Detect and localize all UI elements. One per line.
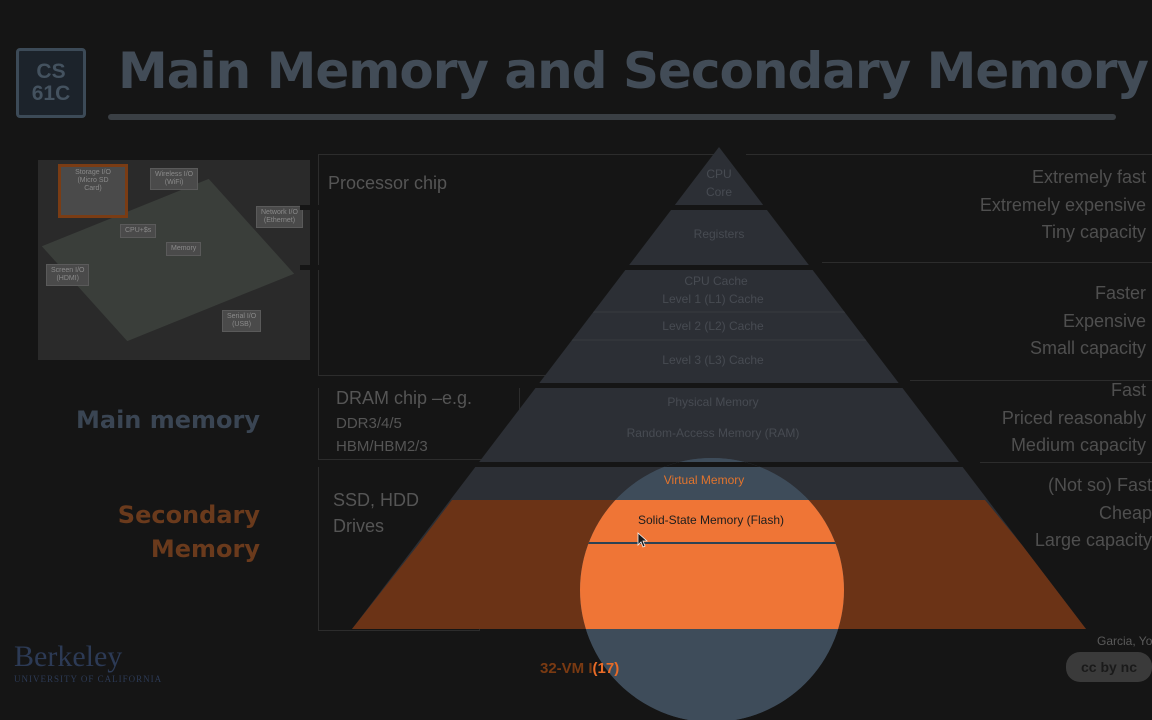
pyr-l1: Level 1 (L1) Cache [662, 292, 764, 306]
wireless-io-label: Wireless I/O (WiFi) [150, 168, 199, 190]
berkeley-logo: Berkeley UNIVERSITY OF CALIFORNIA [14, 640, 162, 684]
trait: Extremely fast [1031, 167, 1146, 187]
storage-io-label: Storage I/O (Micro SD Card) [58, 164, 128, 218]
trait: Small capacity [1029, 338, 1146, 358]
pyr-virtual: Virtual Memory [664, 473, 744, 487]
pyr-l2: Level 2 (L2) Cache [662, 319, 764, 333]
slide-number-value: (17) [592, 660, 620, 677]
author-credit: Garcia, Yo [1097, 634, 1152, 648]
trait: Large capacity [1034, 530, 1152, 550]
cs61c-logo: CS 61C [16, 48, 86, 118]
pyr-cpu-cache: CPU Cache [684, 274, 748, 288]
pyr-ssd: Solid-State Memory (Flash) [638, 513, 784, 527]
dram-chip-caption: DRAM chip –e.g. [336, 388, 473, 408]
pyr-l3: Level 3 (L3) Cache [662, 353, 764, 367]
cc-license-icon: cc by nc [1066, 652, 1152, 682]
title-underline [108, 114, 1116, 120]
tier-traits-top: Extremely fast Extremely expensive Tiny … [980, 164, 1146, 247]
mouse-cursor-icon [637, 532, 649, 548]
pyr-ram: Random-Access Memory (RAM) [627, 426, 800, 440]
trait: Medium capacity [1010, 435, 1146, 455]
right-rule-3 [910, 380, 1152, 381]
trait: Priced reasonably [1001, 407, 1146, 428]
trait: Expensive [1062, 310, 1146, 331]
pyr-registers: Registers [694, 227, 745, 241]
memory-label: Memory [166, 242, 202, 256]
pyr-physical: Physical Memory [667, 395, 758, 409]
trait: Faster [1094, 283, 1146, 303]
secondary-memory-line2: Memory [150, 535, 260, 563]
logo-text: CS 61C [31, 60, 71, 105]
berkeley-wordmark: Berkeley [14, 640, 123, 673]
slide-number-prefix: 32-VM I [540, 660, 593, 677]
processor-chip-caption: Processor chip [328, 173, 448, 193]
cpu-label: CPU+$s [120, 224, 157, 238]
trait: Extremely expensive [979, 194, 1146, 215]
network-io-label: Network I/O (Ethernet) [256, 206, 303, 228]
right-rule-1 [746, 154, 1152, 155]
trait: (Not so) Fast [1047, 475, 1152, 495]
tier-traits-cache: Faster Expensive Small capacity [1030, 280, 1146, 363]
right-rule-4 [980, 462, 1152, 463]
pyramid-labels: CPU Core Registers CPU Cache Level 1 (L1… [627, 167, 800, 527]
board-photo: Storage I/O (Micro SD Card) Wireless I/O… [38, 160, 310, 360]
main-memory-label: Main memory [75, 406, 260, 434]
tier-traits-secondary: (Not so) Fast Cheap Large capacity [1035, 472, 1152, 555]
right-rule-2 [822, 262, 1152, 263]
slide-title: Main Memory and Secondary Memory [118, 42, 1149, 100]
berkeley-subtitle: UNIVERSITY OF CALIFORNIA [14, 674, 163, 684]
trait: Tiny capacity [1041, 222, 1146, 242]
trait: Cheap [1098, 502, 1152, 523]
screen-io-label: Screen I/O (HDMI) [46, 264, 90, 286]
pyr-core: Core [706, 185, 732, 199]
slide-number: 32-VM I(17) [540, 660, 619, 678]
secondary-memory-label: Secondary Memory [118, 498, 260, 566]
trait: Fast [1110, 380, 1146, 400]
ddr-caption: DDR3/4/5 [336, 415, 402, 432]
serial-io-label: Serial I/O (USB) [222, 310, 262, 332]
tier-traits-main: Fast Priced reasonably Medium capacity [1002, 377, 1146, 460]
ssd-hdd-caption: SSD, HDD [333, 490, 420, 510]
hbm-caption: HBM/HBM2/3 [336, 438, 428, 455]
drives-caption: Drives [333, 516, 385, 536]
secondary-memory-line1: Secondary [117, 501, 260, 529]
cache-sublines [540, 311, 900, 341]
pyr-cpu: CPU [706, 167, 731, 181]
